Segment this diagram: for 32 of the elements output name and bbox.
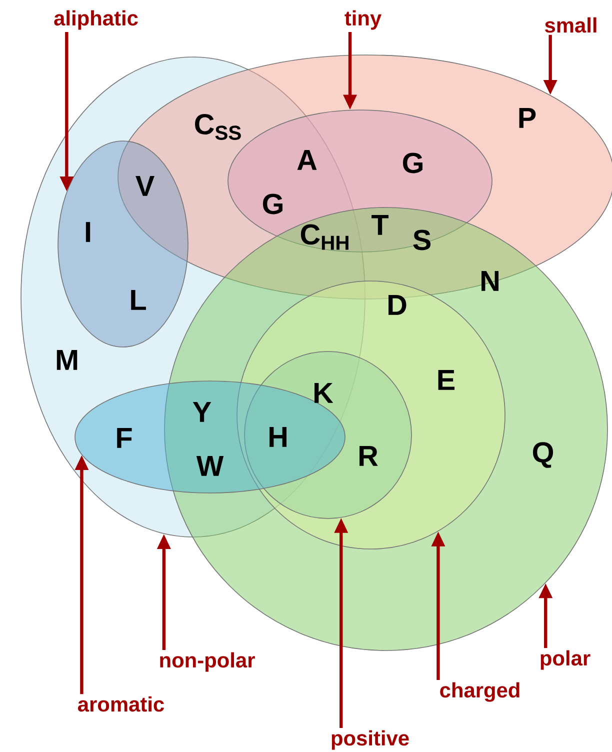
amino-acid-letter: P [519, 108, 536, 128]
set-ellipse [74, 380, 346, 494]
category-label: non-polar [160, 652, 255, 672]
category-label: tiny [344, 10, 382, 30]
amino-acid-letter: M [56, 350, 78, 370]
category-label: aromatic [78, 696, 164, 712]
category-label: polar [540, 650, 590, 670]
amino-acid-letter: G [262, 194, 282, 214]
amino-acid-letter: E [438, 370, 454, 390]
amino-acid-letter: I [86, 222, 90, 242]
amino-acid-letter: V [136, 176, 154, 196]
amino-acid-letter: L [131, 290, 146, 310]
amino-acid-letter: C$_{HH}$ [300, 224, 348, 250]
amino-acid-letter: Y [192, 402, 212, 422]
amino-acid-letter: D [388, 295, 406, 315]
amino-acid-letter: H [270, 427, 286, 447]
amino-acid-letter: W [196, 456, 224, 476]
category-label: aliphatic [54, 10, 138, 30]
amino-acid-letter: A [297, 150, 317, 170]
amino-acid-letter: K [314, 383, 334, 403]
amino-acid-letter: S [413, 230, 430, 250]
amino-acid-letter: R [360, 446, 378, 466]
amino-acid-letter: C$_{SS}$ [195, 114, 241, 140]
amino-acid-letter: G [402, 152, 422, 174]
amino-acid-letter: N [482, 271, 498, 291]
amino-acid-letter: Q [532, 442, 554, 468]
category-label: charged [440, 682, 520, 702]
amino-acid-letter: F [117, 428, 132, 448]
category-label: positive [332, 730, 409, 750]
amino-acid-letter: T [372, 215, 389, 235]
category-label: small [545, 17, 596, 33]
set-ellipse [58, 140, 188, 348]
